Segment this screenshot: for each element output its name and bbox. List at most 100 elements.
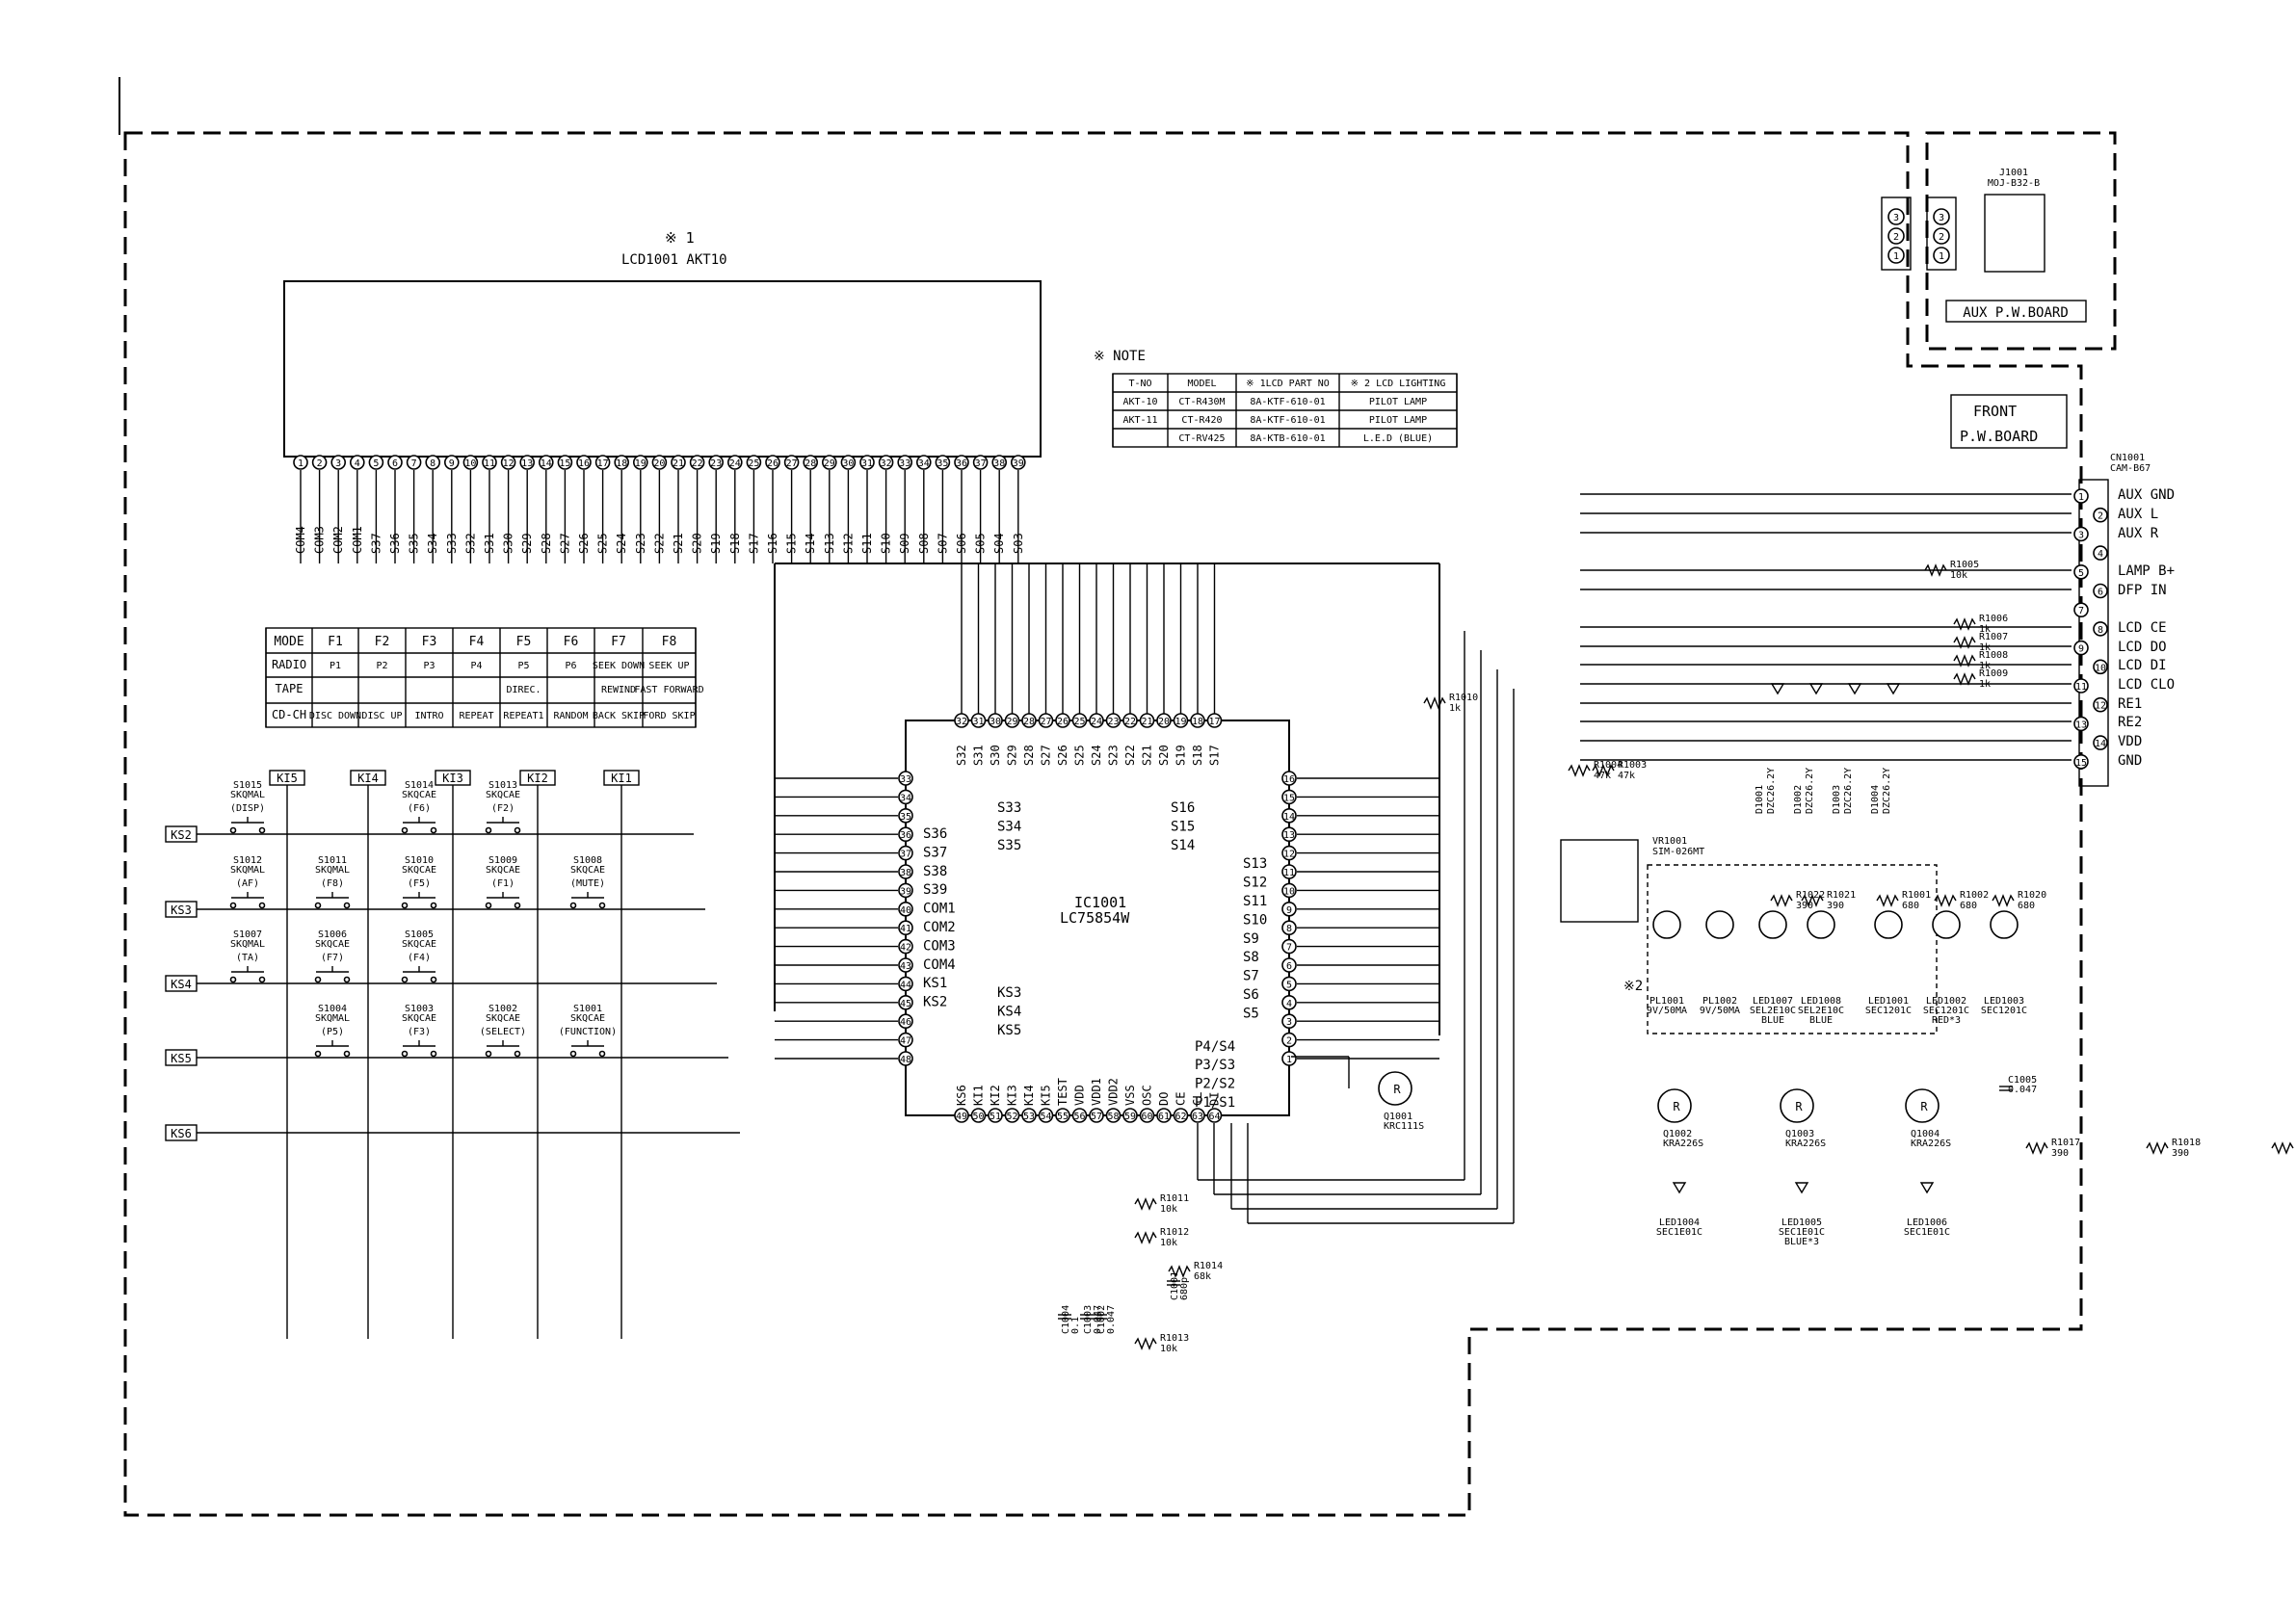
- switch-contact: [401, 826, 409, 834]
- note-cell: 8A-KTB-610-01: [1250, 433, 1325, 444]
- ic-right-pin: [1281, 807, 1297, 824]
- resistor-val: 390: [2172, 1148, 2189, 1159]
- switch-fn: (SELECT): [480, 1027, 526, 1037]
- diode-ref: D1002: [1793, 785, 1804, 814]
- ic-left-pin-num: 40: [900, 905, 911, 916]
- lcd-pin: [293, 455, 308, 470]
- note-cell: CT-R430M: [1178, 397, 1225, 407]
- ic-bottom-pin-num: 55: [1057, 1112, 1069, 1122]
- lcd-pin-num: 14: [541, 458, 552, 469]
- lcd-pin-num: 8: [430, 458, 435, 469]
- switch-contact: [401, 902, 409, 909]
- note-cell: AKT-10: [1122, 397, 1157, 407]
- resistor-ref: R1004: [1594, 760, 1623, 771]
- ic-part: LC75854W: [1060, 909, 1130, 927]
- resistor-symbol: [1168, 1265, 1191, 1278]
- ic-bottom-pin: [1206, 1108, 1223, 1123]
- vr-body: [1560, 839, 1639, 923]
- transistor-ref: Q1004: [1911, 1129, 1940, 1139]
- vr-ref: VR1001: [1652, 836, 1687, 847]
- switch-ref: S1010: [405, 855, 434, 866]
- resistor-ref: R1011: [1160, 1193, 1189, 1204]
- ic-right-pin: [1281, 957, 1297, 973]
- ic-right-pin: [1281, 976, 1297, 992]
- ic-bottom-pin: [1190, 1108, 1205, 1123]
- ic-bottom-pin: [1004, 1108, 1020, 1123]
- ic-top-pin-num: 31: [972, 717, 984, 727]
- lcd-pin-num: 35: [937, 458, 948, 469]
- ic-left-label: S39: [923, 882, 947, 898]
- ic-right-pin: [1281, 826, 1297, 843]
- lcd-pin-num: 10: [464, 458, 476, 469]
- ic-left-pin: [898, 920, 913, 936]
- ic-bottom-label: TEST: [1056, 1078, 1069, 1106]
- resistor-symbol: [1423, 696, 1446, 710]
- ic-top-label: S21: [1141, 745, 1154, 766]
- cn1001-body: [2078, 479, 2109, 787]
- ic-bottom-pin-num: 62: [1174, 1112, 1186, 1122]
- cn1001-label: AUX R: [2118, 526, 2159, 541]
- ic-left-label: KS2: [923, 995, 947, 1010]
- lcd-pin: [972, 455, 989, 470]
- jack-pin-num: 3: [1893, 213, 1899, 223]
- ic-top-pin: [1122, 713, 1138, 728]
- lcd-pin: [576, 455, 592, 470]
- resistor-symbol: [1953, 654, 1976, 668]
- diode-part: DZC26.2Y: [1843, 768, 1854, 814]
- switch-part: SKQCAE: [402, 1013, 436, 1024]
- switch-contact: [314, 902, 322, 909]
- mode-cell: BACK SKIP: [593, 711, 645, 721]
- switch-part: SKQCAE: [402, 790, 436, 800]
- ic-left-pin-num: 38: [900, 868, 911, 878]
- ic-bottom-pin-num: 51: [990, 1112, 1001, 1122]
- resistor-symbol: [1934, 894, 1957, 907]
- ic-left-group-label: KS3: [997, 985, 1021, 1001]
- lcd-pin-num: 24: [729, 458, 741, 469]
- lamp-symbol: [1874, 910, 1903, 939]
- ic-right-label: S10: [1243, 912, 1267, 928]
- lamp-spec: 9V/50MA: [1647, 1006, 1687, 1016]
- ic-right-pin-num: 1: [1286, 1055, 1292, 1065]
- note-cell: PILOT LAMP: [1369, 397, 1427, 407]
- lcd-pin: [482, 455, 497, 470]
- diode-part: DZC26.2Y: [1805, 768, 1815, 814]
- ks-label: KS3: [171, 903, 192, 917]
- front-board-box: [1950, 394, 2068, 449]
- jack-pin-num: 2: [1893, 232, 1899, 243]
- resistor-val: 47k: [1618, 771, 1635, 781]
- switch-fn: (F3): [408, 1027, 431, 1037]
- resistor-val: 1k: [1979, 624, 1991, 635]
- resistor-val: 1k: [1979, 642, 1991, 653]
- mode-cell: REPEAT: [459, 711, 493, 721]
- cn1001-pin: [2093, 735, 2108, 750]
- switch-contact: [343, 902, 351, 909]
- transistor-part: KRA226S: [1911, 1139, 1951, 1149]
- note-cell: L.E.D (BLUE): [1363, 433, 1433, 444]
- lcd-pin: [897, 455, 913, 470]
- lcd-pin: [443, 455, 460, 470]
- switch-matrix: S1015SKQMAL(DISP)S1014SKQCAE(F6)S1013SKQ…: [229, 780, 617, 1058]
- jack-pin-num: 3: [1939, 213, 1944, 223]
- mode-cell: P5: [517, 661, 529, 671]
- switch-contact: [430, 976, 437, 983]
- ic-bottom-pin-num: 63: [1192, 1112, 1203, 1122]
- resistor-ref: R1001: [1902, 890, 1931, 901]
- ic-bottom-label: KI5: [1040, 1085, 1053, 1106]
- cn1001-pin-num: 12: [2095, 701, 2106, 712]
- resistor-ref: R1014: [1194, 1261, 1223, 1271]
- lamp-ref: PL1002: [1702, 996, 1737, 1007]
- lcd-pin-num: 28: [805, 458, 816, 469]
- lcd-pin: [935, 455, 951, 470]
- ic-bottom-pin-num: 60: [1141, 1112, 1152, 1122]
- transistor-symbol: [1378, 1071, 1412, 1106]
- lamp-spec: SEC1201C: [1865, 1006, 1912, 1016]
- ki-label: KI3: [442, 772, 463, 785]
- ic-bottom-pin: [1089, 1108, 1104, 1123]
- cn1001-pin-num: 9: [2078, 644, 2084, 655]
- ic-bottom-pin-num: 49: [956, 1112, 967, 1122]
- ic-top-label: S22: [1123, 745, 1137, 766]
- ic-right-pin-num: 10: [1283, 886, 1295, 897]
- resistor-val: 390: [1827, 901, 1844, 911]
- lcd-pin-num: 33: [899, 458, 910, 469]
